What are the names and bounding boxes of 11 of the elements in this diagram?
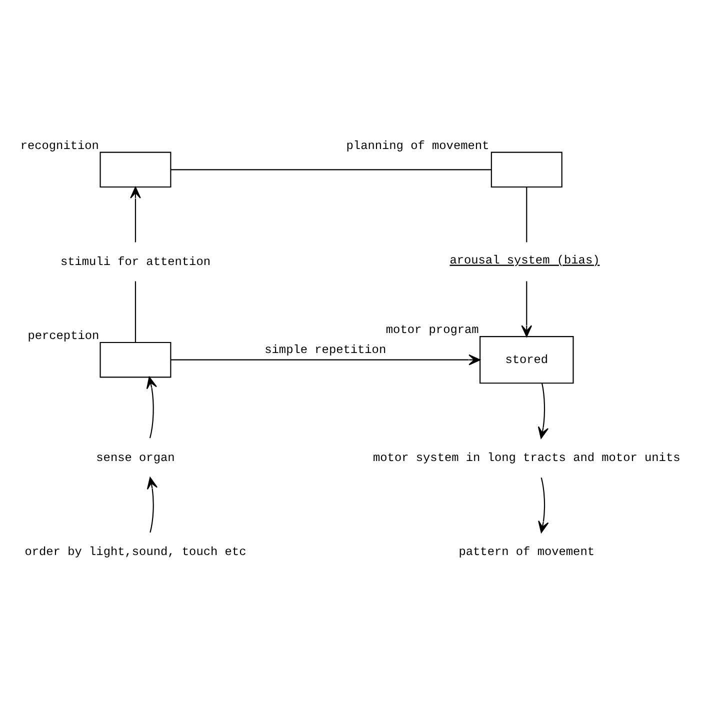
node-label: recognition — [20, 138, 99, 152]
node-label: perception — [28, 328, 100, 343]
node-text: motor system in long tracts and motor units — [373, 450, 680, 464]
node-label: motor program — [386, 322, 479, 337]
label: stimuli for attention — [60, 254, 211, 268]
label: arousal system (bias) — [450, 253, 600, 268]
node-text: pattern of movement — [458, 544, 595, 559]
node-label: planning of movement — [346, 138, 490, 152]
edge-label: simple repetition — [264, 342, 386, 357]
node-text: order by light,sound, touch etc — [24, 544, 246, 559]
node-text: sense organ — [96, 450, 175, 464]
